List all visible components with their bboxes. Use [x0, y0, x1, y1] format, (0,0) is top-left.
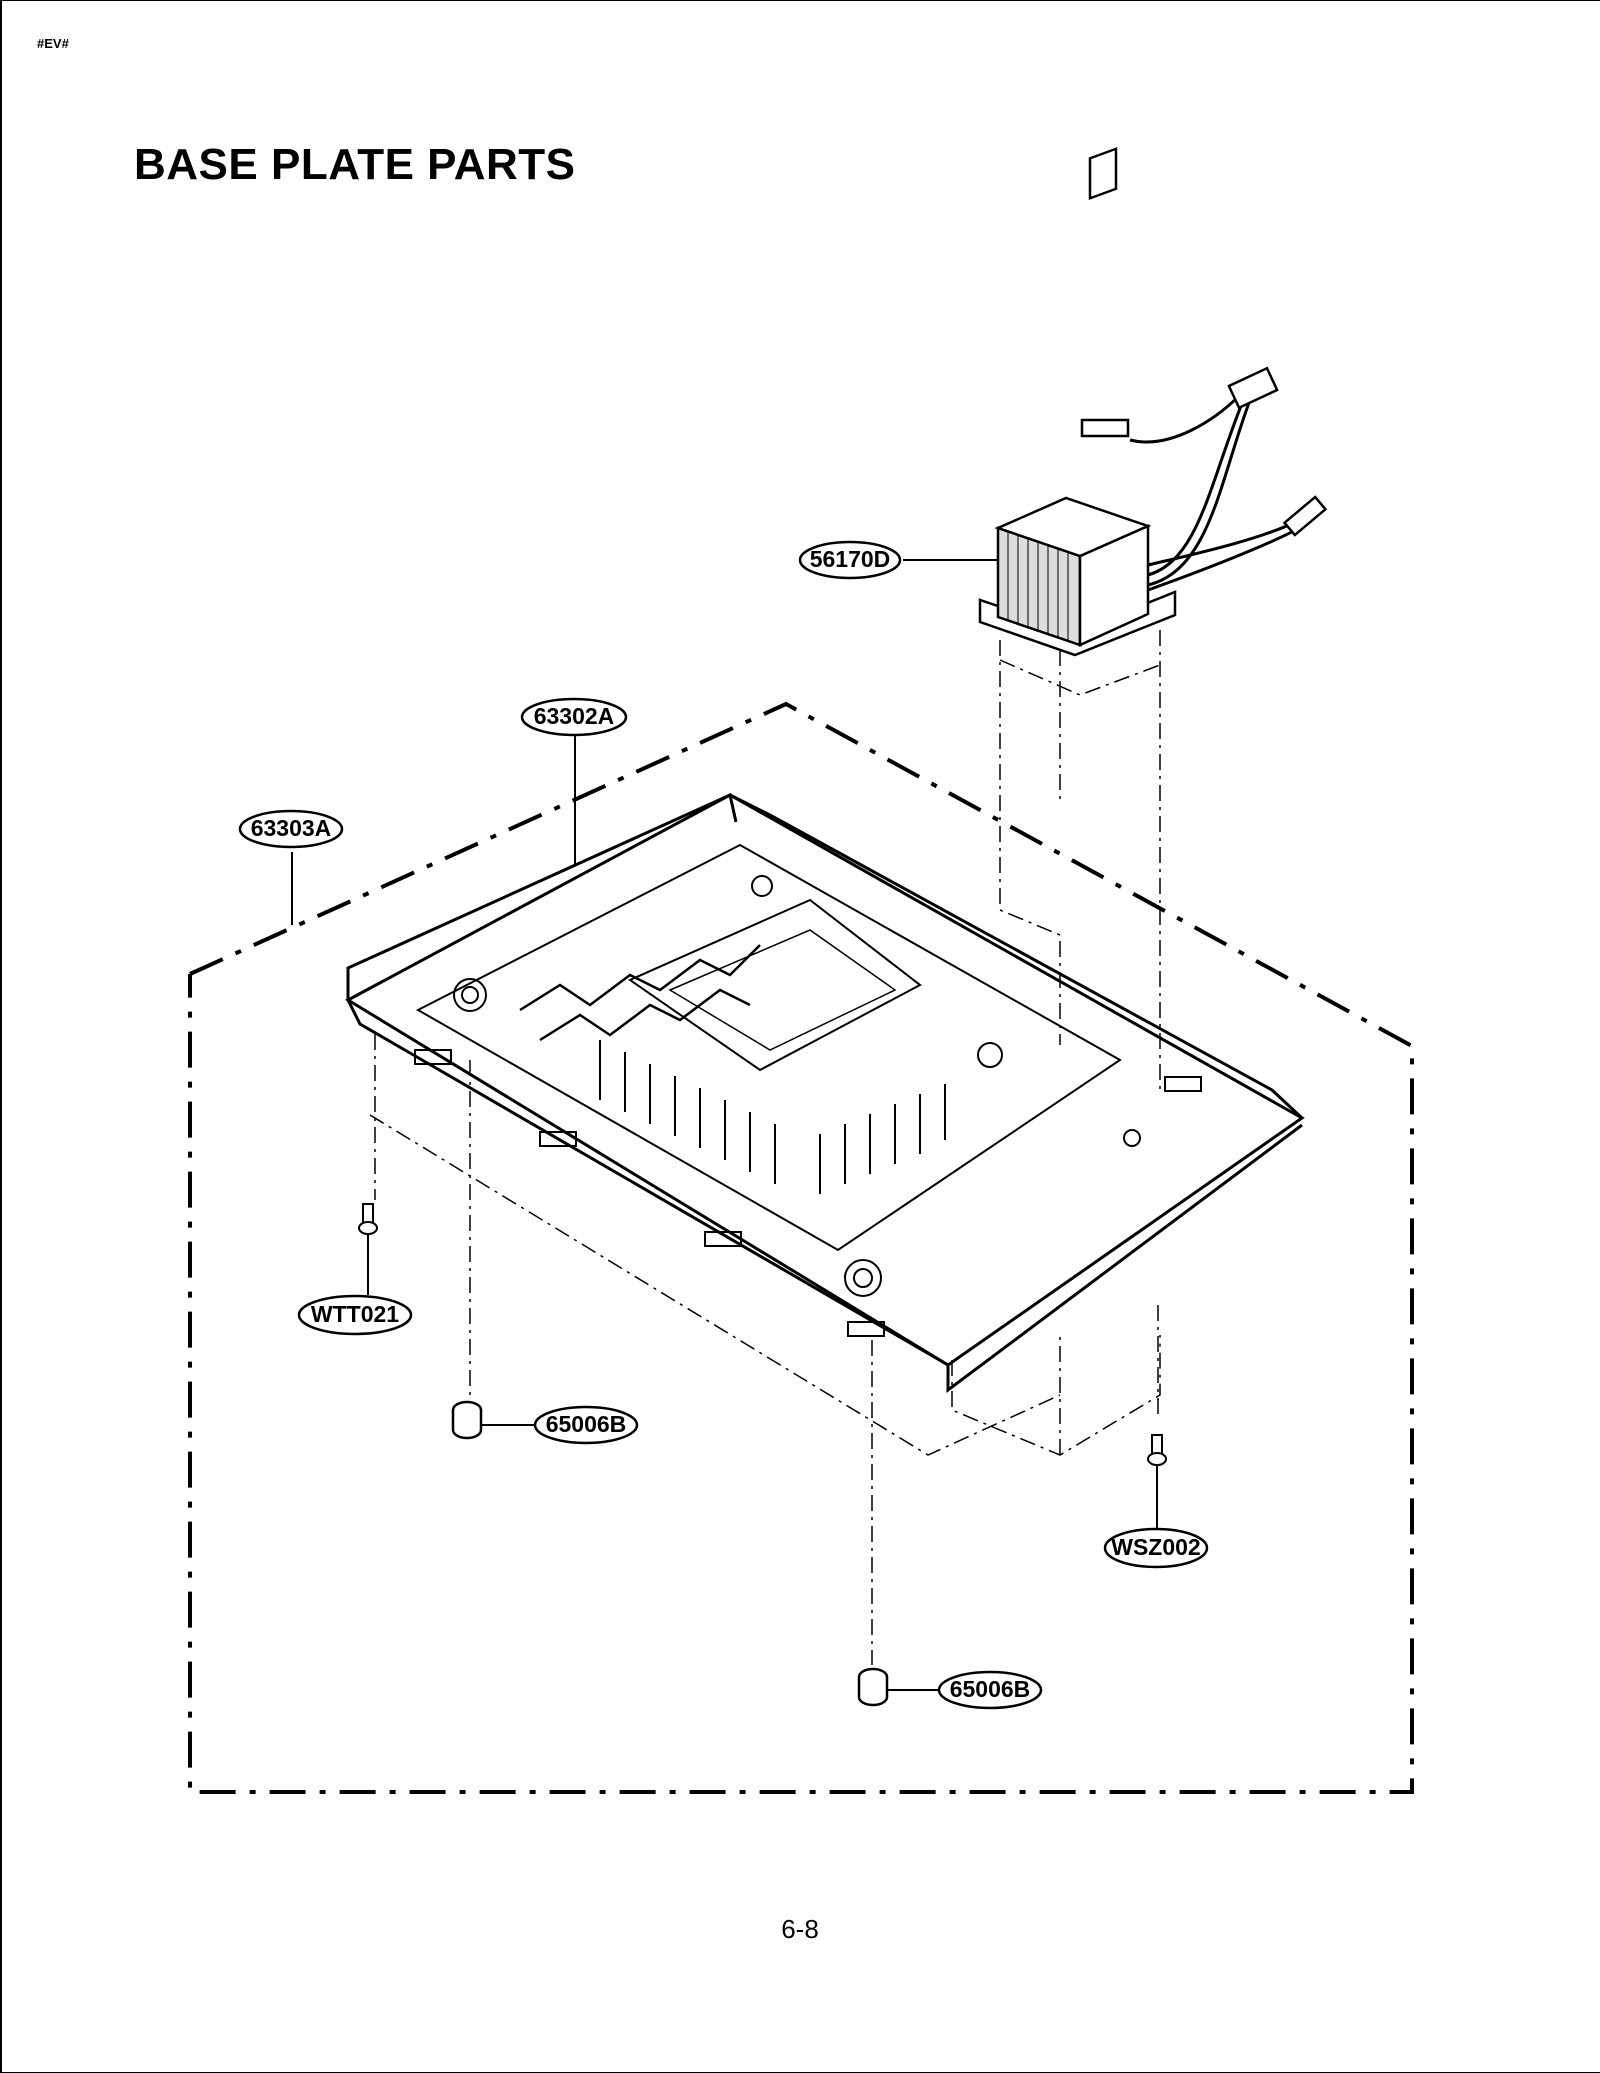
callout-label-foot-bottom: 65006B: [950, 1676, 1031, 1702]
callout-wsz002: [1103, 1527, 1209, 1569]
callout-label-base-assembly: 63303A: [251, 815, 332, 841]
screw-left: [358, 1203, 378, 1235]
ventilation-slots: [599, 1040, 946, 1194]
callout-label-foot-left: 65006B: [546, 1411, 627, 1437]
transformer-part: [978, 147, 1328, 657]
rubber-foot-bottom: [857, 1667, 889, 1707]
callout-65006b-left: [533, 1405, 639, 1445]
leader-lines: [291, 559, 1158, 1691]
assembly-boundary: [188, 701, 1414, 1794]
zigzag-ribs: [519, 944, 761, 1042]
rubber-foot-left: [451, 1400, 483, 1440]
callout-65006b-bottom: [937, 1670, 1043, 1710]
page-title: BASE PLATE PARTS: [134, 140, 576, 189]
document-code: #EV#: [37, 36, 69, 51]
callout-labels: 56170D 63302A 63303A WTT021 65006B WSZ00…: [251, 546, 1201, 1702]
callout-56170d: [798, 540, 902, 580]
callout-63302a: [520, 697, 628, 737]
callout-label-base-plate: 63302A: [534, 703, 615, 729]
base-tabs: [414, 1049, 1202, 1337]
page-number: 6-8: [781, 1914, 819, 1944]
screw-right: [1147, 1434, 1167, 1466]
phantom-lines: [369, 630, 1161, 1665]
callout-63303a: [238, 809, 344, 849]
callout-wtt021: [297, 1294, 413, 1336]
callout-label-transformer: 56170D: [810, 546, 891, 572]
callout-label-screw-right: WSZ002: [1111, 1534, 1200, 1560]
callouts: [238, 540, 1209, 1710]
base-plate-part: [344, 792, 1305, 1393]
mounting-holes: [453, 875, 1141, 1297]
callout-label-screw-left: WTT021: [311, 1301, 399, 1327]
